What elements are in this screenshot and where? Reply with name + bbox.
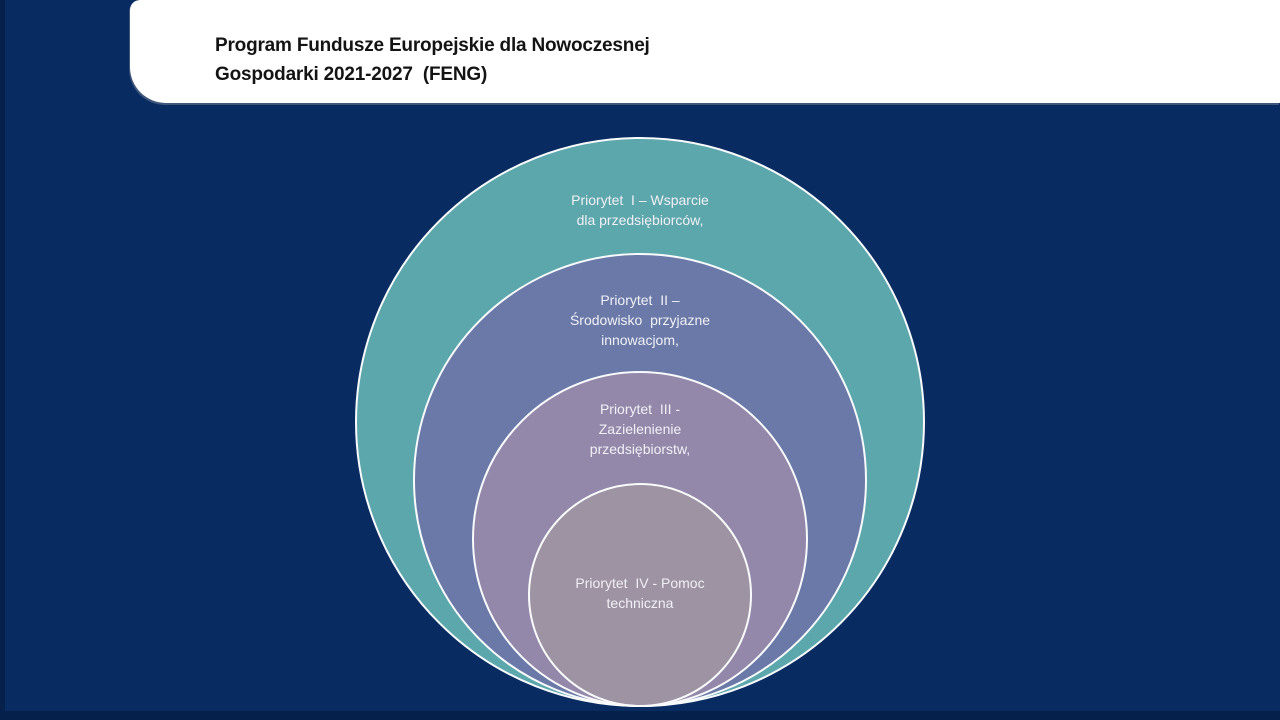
label-priorytet-ii: Priorytet II – Środowisko przyjazne inno… (569, 292, 711, 348)
label-priorytet-i: Priorytet I – Wsparcie dla przedsiębiorc… (571, 192, 709, 228)
label-priorytet-iv: Priorytet IV - Pomoc techniczna (575, 575, 705, 611)
circle-priorytet-iv (528, 483, 752, 707)
label-priorytet-iii: Priorytet III - Zazielenienie przedsiębi… (589, 401, 691, 457)
slide-title: Program Fundusze Europejskie dla Nowocze… (215, 35, 650, 85)
header-bar: Program Fundusze Europejskie dla Nowocze… (130, 0, 1280, 103)
